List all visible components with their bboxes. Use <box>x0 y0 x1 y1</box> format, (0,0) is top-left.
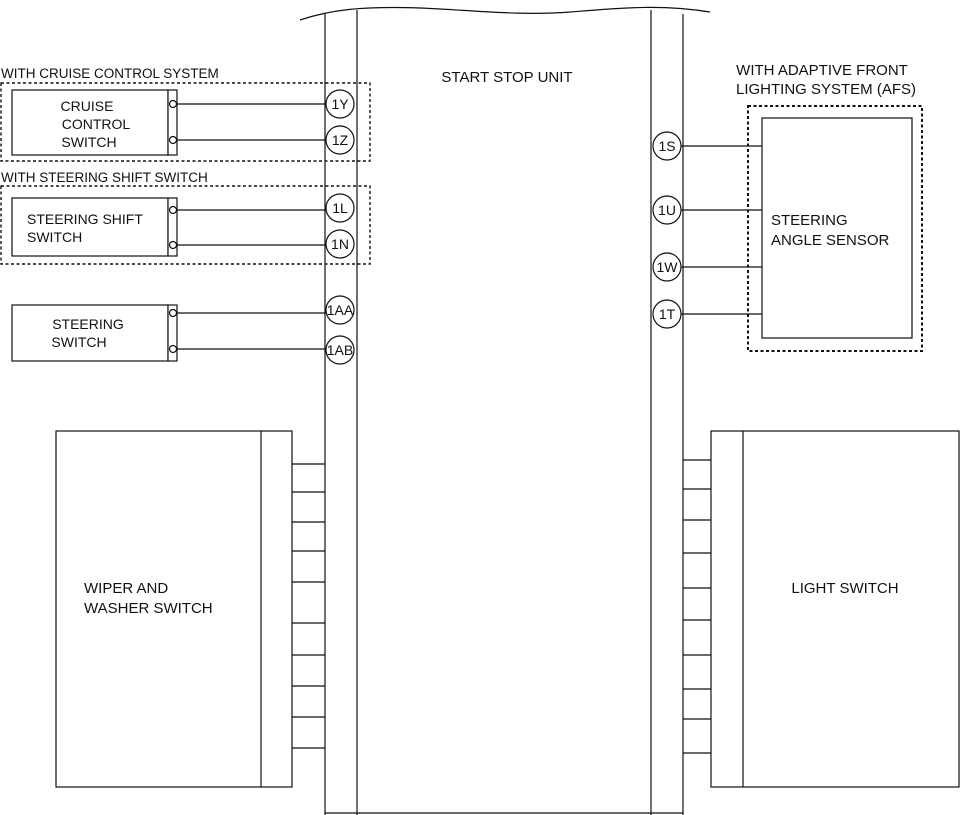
pin-circle-1u <box>652 195 682 225</box>
terminal-dot <box>168 99 178 109</box>
cruise-control-header: WITH CRUISE CONTROL SYSTEM <box>1 66 219 81</box>
pin-circle-1l <box>325 193 355 223</box>
steering-shift-group: WITH STEERING SHIFT SWITCH STEERING SHIF… <box>0 170 371 265</box>
terminal-dot <box>168 240 178 250</box>
steering-shift-label-line1: STEERING SHIFT <box>27 211 143 227</box>
light-connector-wires <box>683 459 711 754</box>
light-switch-box <box>710 430 960 788</box>
steering-shift-connector <box>167 197 178 257</box>
pin-circle-1t <box>652 299 682 329</box>
cruise-connector <box>167 89 178 156</box>
cruise-control-group: WITH CRUISE CONTROL SYSTEM CRUISE CONTRO… <box>0 66 371 162</box>
steering-angle-sensor-box <box>761 117 913 339</box>
steering-switch-box <box>11 304 169 362</box>
afs-option-border <box>747 105 923 352</box>
light-switch-label: LIGHT SWITCH <box>791 580 898 597</box>
pin-circle-1n <box>325 229 355 259</box>
steering-switch-group: STEERING SWITCH 1AA 1AB <box>11 295 355 365</box>
steering-shift-switch-box <box>11 197 169 257</box>
pin-1u: 1U <box>658 202 676 218</box>
wiper-washer-switch-group: WIPER AND WASHER SWITCH <box>55 430 325 788</box>
pin-1n: 1N <box>331 236 349 252</box>
cruise-label-line2: CONTROL <box>62 116 131 132</box>
pin-1w: 1W <box>657 259 679 275</box>
pin-circle-1w <box>652 252 682 282</box>
light-switch-group: LIGHT SWITCH <box>683 430 960 788</box>
pin-1y: 1Y <box>331 96 349 112</box>
pin-1t: 1T <box>659 306 676 322</box>
steering-angle-sensor-label-line2: ANGLE SENSOR <box>771 232 890 249</box>
pin-circle-1ab <box>325 335 355 365</box>
pin-circle-1z <box>325 125 355 155</box>
steering-shift-option-border <box>0 185 371 265</box>
afs-group: WITH ADAPTIVE FRONT LIGHTING SYSTEM (AFS… <box>652 62 923 352</box>
steering-switch-label-line2: SWITCH <box>51 334 106 350</box>
steering-angle-sensor-label-line1: STEERING <box>771 212 848 229</box>
terminal-dot <box>168 344 178 354</box>
steering-shift-header: WITH STEERING SHIFT SWITCH <box>1 170 208 185</box>
cruise-control-switch-box <box>11 89 169 156</box>
pin-circle-1aa <box>325 295 355 325</box>
afs-header-line1: WITH ADAPTIVE FRONT <box>736 62 908 79</box>
start-stop-unit: START STOP UNIT <box>299 6 711 815</box>
terminal-dot <box>168 308 178 318</box>
cruise-option-border <box>0 82 371 162</box>
pin-1aa: 1AA <box>327 302 354 318</box>
wiper-washer-switch-box <box>55 430 293 788</box>
cruise-label-line3: SWITCH <box>61 134 116 150</box>
pin-1ab: 1AB <box>327 342 353 358</box>
terminal-dot <box>168 205 178 215</box>
pin-1l: 1L <box>332 200 348 216</box>
cruise-label-line1: CRUISE <box>61 98 114 114</box>
wiper-connector-wires <box>292 463 325 749</box>
unit-title: START STOP UNIT <box>441 69 572 86</box>
afs-header-line2: LIGHTING SYSTEM (AFS) <box>736 81 916 98</box>
steering-switch-label-line1: STEERING <box>52 316 124 332</box>
wiper-label-line1: WIPER AND <box>84 580 168 597</box>
steering-shift-label-line2: SWITCH <box>27 229 82 245</box>
terminal-dot <box>168 135 178 145</box>
pin-1z: 1Z <box>332 132 349 148</box>
pin-circle-1y <box>325 89 355 119</box>
wiper-label-line2: WASHER SWITCH <box>84 600 213 617</box>
pin-circle-1s <box>652 131 682 161</box>
steering-switch-connector <box>167 304 178 362</box>
pin-1s: 1S <box>658 138 675 154</box>
